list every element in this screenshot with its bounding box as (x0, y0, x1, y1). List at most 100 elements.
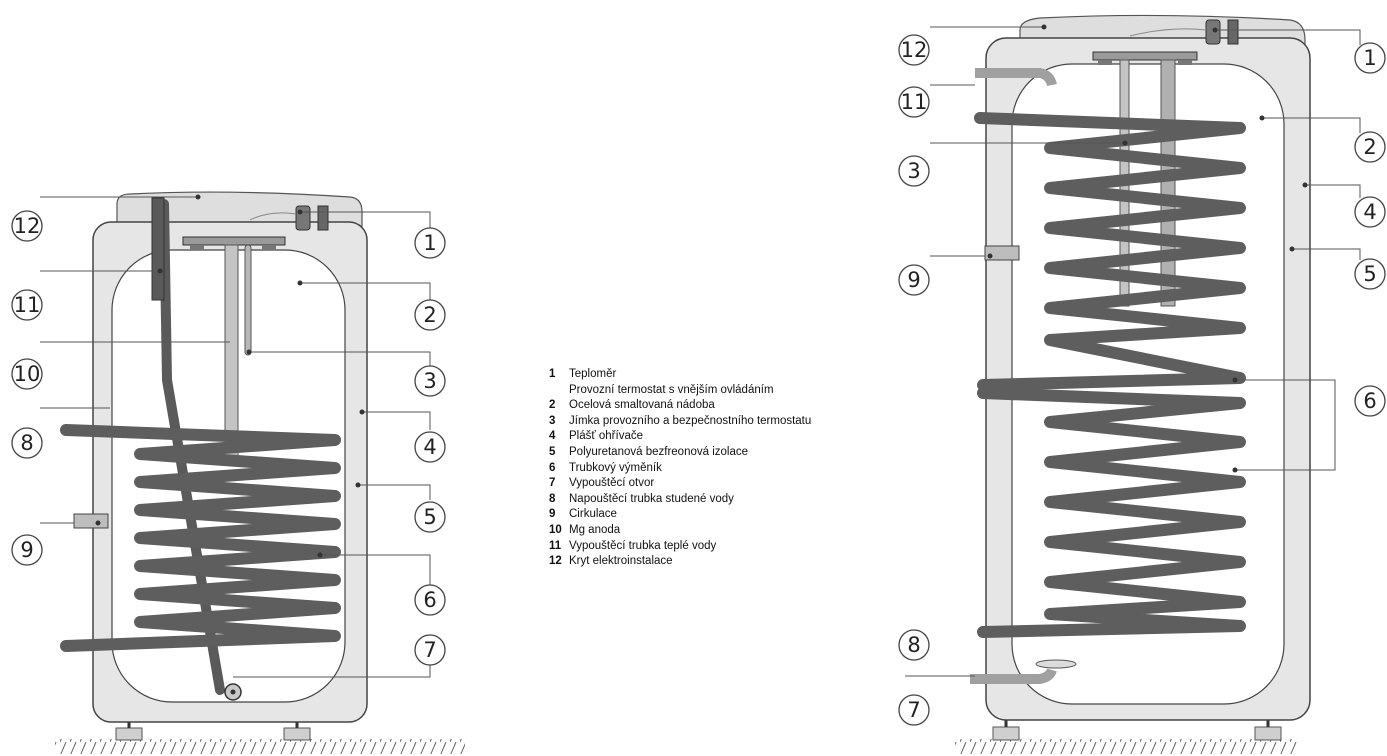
legend-item-1-subline: Provozní termostat s vnějším ovládáním (569, 383, 774, 396)
callout-number: 1 (423, 231, 436, 255)
legend-text: Polyuretanová bezfreonová izolace (569, 445, 749, 458)
left-leader-lines (40, 196, 431, 678)
left-anode (224, 244, 239, 462)
callout-circle (1354, 131, 1386, 163)
legend-text: Teploměr (569, 368, 617, 380)
legend-number: 9 (549, 508, 556, 521)
callout-circle (898, 694, 930, 726)
right-thermostat (1227, 19, 1239, 45)
callout-number: 9 (20, 538, 33, 562)
legend-item-3: 3 Jímka provozního a bezpečnostního termo… (549, 414, 811, 430)
left-thermostat-sleeve (244, 244, 252, 356)
legend-text: Napouštěcí trubka studené vody (569, 492, 734, 505)
callout-circle (1354, 385, 1386, 417)
callout-circle (11, 427, 43, 459)
right-hot-water-outlet (975, 68, 1057, 87)
callout-number: 1 (1363, 46, 1376, 70)
left-hot-water-pipe (151, 197, 165, 301)
legend-item-8: 8 Napouštěcí trubka studené vody (549, 492, 811, 508)
legend-number: 8 (549, 492, 556, 505)
callout-circle (414, 431, 446, 463)
callout-circle (11, 289, 43, 321)
callout-circle (11, 210, 43, 242)
callout-circle (1354, 196, 1386, 228)
legend-number: 7 (549, 477, 556, 490)
legend-item-4: 4 Plášť ohřívače (549, 429, 811, 445)
callout-number: 12 (901, 38, 928, 62)
left-floor-hatch (55, 739, 465, 754)
left-flange (182, 236, 286, 246)
left-thermometer (295, 205, 311, 231)
legend-item-5: 5 Polyuretanová bezfreonová izolace (549, 445, 811, 461)
legend-text: Mg anoda (569, 523, 621, 536)
callout-number: 7 (907, 698, 920, 722)
right-flange (1092, 51, 1198, 61)
callout-circle (414, 365, 446, 397)
callout-number: 2 (1363, 135, 1376, 159)
callout-number: 11 (901, 90, 928, 114)
legend-number: 4 (549, 430, 556, 443)
callout-number: 4 (423, 435, 436, 459)
legend-text: Jímka provozního a bezpečnostního termos… (569, 414, 812, 427)
callout-number: 5 (1363, 262, 1376, 286)
legend-text: Vypouštěcí otvor (569, 477, 655, 490)
legend-number: 2 (549, 399, 556, 412)
right-cold-water-drain-pipe (970, 668, 1057, 684)
callout-circle (414, 299, 446, 331)
callout-number: 8 (20, 431, 33, 455)
callout-circle (898, 264, 930, 296)
right-foot-1 (992, 726, 1020, 741)
callout-circle (11, 358, 43, 390)
left-heat-exchanger-coil (60, 424, 341, 652)
legend-text: Vypouštěcí trubka teplé vody (569, 539, 717, 552)
callout-number: 5 (423, 505, 436, 529)
legend-item-10: 10 Mg anoda (549, 523, 811, 539)
left-circulation-connector (73, 513, 109, 529)
legend-text: Ocelová smaltovaná nádoba (569, 399, 715, 412)
callout-number: 9 (907, 268, 920, 292)
callout-number: 12 (14, 214, 41, 238)
left-leader-dots (95, 194, 365, 695)
left-thermostat (317, 205, 329, 231)
legend-text: Plášť ohřívače (569, 430, 643, 443)
legend-text: Trubkový výměník (569, 461, 662, 474)
callout-number: 7 (423, 638, 436, 662)
right-leader-dots (987, 24, 1308, 473)
callout-circle (1354, 258, 1386, 290)
legend-number: 3 (549, 414, 556, 427)
legend-number: 12 (549, 555, 562, 568)
right-leader-lines (905, 26, 1361, 677)
callout-circle (11, 534, 43, 566)
right-thermometer (1205, 19, 1221, 45)
right-upper-heat-exchanger-coil (974, 112, 1246, 391)
callout-circle (414, 227, 446, 259)
legend-number: 11 (549, 539, 562, 552)
callout-number: 2 (423, 303, 436, 327)
callout-number: 3 (907, 159, 920, 183)
right-floor-hatch (955, 739, 1300, 754)
callout-circle (414, 634, 446, 666)
callout-circle (1354, 42, 1386, 74)
legend-text: Kryt elektroinstalace (569, 555, 673, 568)
legend-item-12: 12 Kryt elektroinstalace (549, 554, 811, 570)
callout-number: 3 (423, 369, 436, 393)
callout-number: 6 (423, 588, 436, 612)
callout-circle (414, 584, 446, 616)
legend-number: 10 (549, 523, 562, 536)
callout-circle (898, 629, 930, 661)
right-circulation-connector (984, 245, 1020, 261)
legend-item-6: 6 Trubkový výměník (549, 461, 811, 477)
left-foot-1 (115, 727, 143, 741)
callout-number: 4 (1363, 200, 1376, 224)
legend-number: 5 (549, 445, 556, 458)
legend-number: 6 (549, 461, 556, 474)
right-lower-heat-exchanger-coil (977, 387, 1246, 638)
